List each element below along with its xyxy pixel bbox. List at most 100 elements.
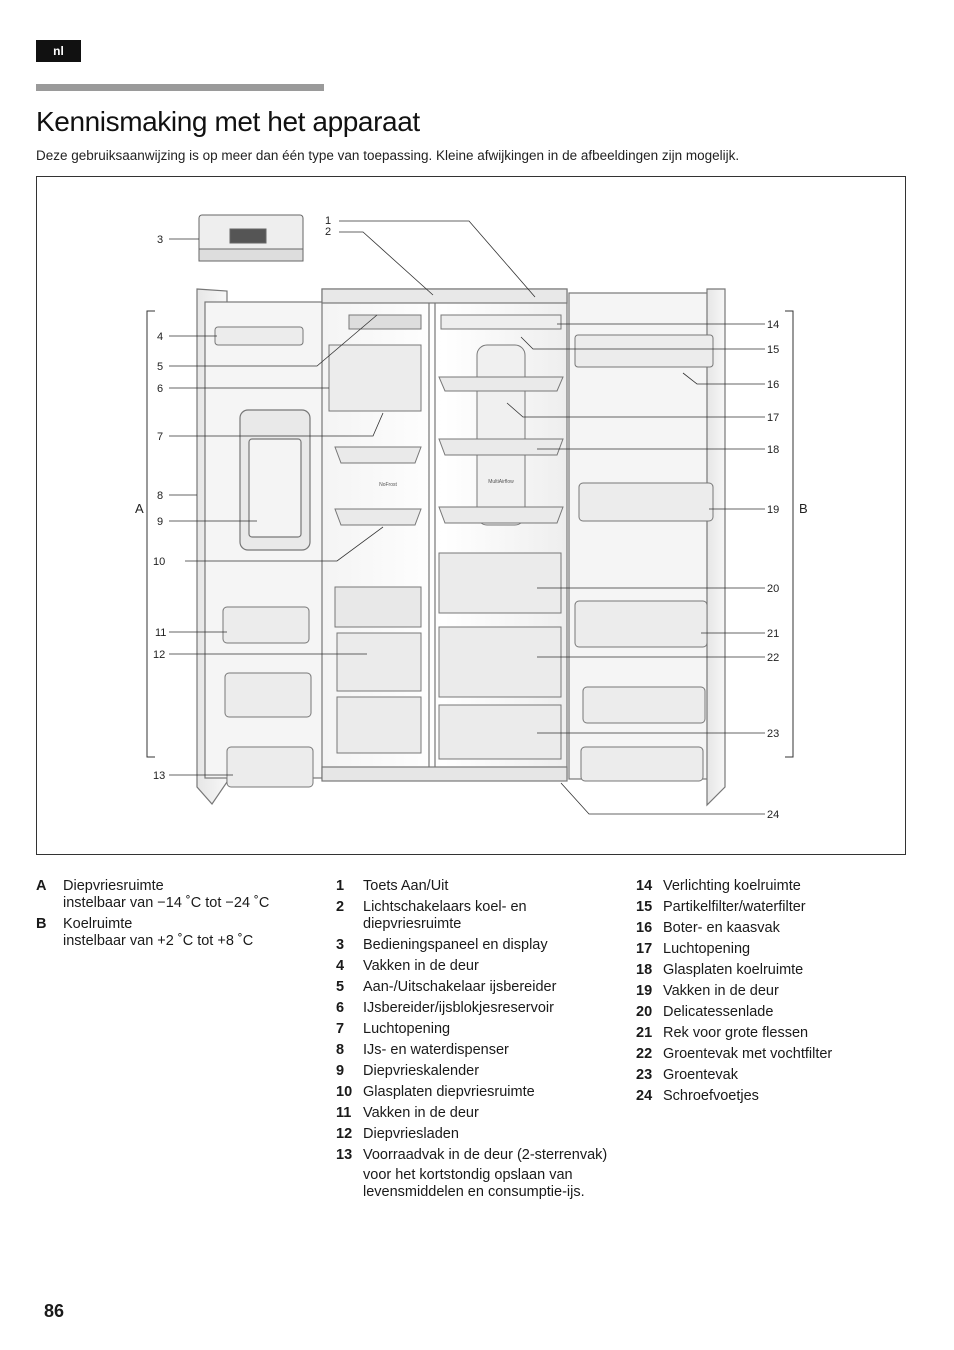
callout-13: 13 xyxy=(153,770,165,782)
legend-label: Aan-/Uitschakelaar ijsbereider xyxy=(363,979,557,995)
legend-key: 5 xyxy=(336,979,345,995)
fridge-illustration: NoFrost MultiAirflow A B xyxy=(135,214,808,821)
callout-22: 22 xyxy=(767,652,779,664)
page-number: 86 xyxy=(44,1301,65,1321)
legend-item: 5 Aan-/Uitschakelaar ijsbereider xyxy=(336,979,616,996)
section-b-label: B xyxy=(799,501,808,516)
legend-label: Boter- en kaasvak xyxy=(663,920,780,936)
callout-17: 17 xyxy=(767,412,779,424)
callout-12: 12 xyxy=(153,649,165,661)
page-title: Kennismaking met het apparaat xyxy=(36,106,420,137)
legend-key: 14 xyxy=(636,878,653,894)
legend-item: 18 Glasplaten koelruimte xyxy=(636,962,916,979)
legend-key: 17 xyxy=(636,941,653,957)
callout-10: 10 xyxy=(153,556,165,568)
callout-6: 6 xyxy=(157,383,163,395)
legend-item: 6 IJsbereider/ijsblokjesreservoir xyxy=(336,1000,616,1017)
legend-label: Glasplaten diepvriesruimte xyxy=(363,1084,535,1100)
legend-label: Partikelfilter/waterfilter xyxy=(663,899,806,915)
legend-label: Diepvriesladen xyxy=(363,1126,459,1142)
legend-item: 1 Toets Aan/Uit xyxy=(336,878,616,895)
legend-item: 10 Glasplaten diepvriesruimte xyxy=(336,1084,616,1101)
callout-18: 18 xyxy=(767,444,779,456)
legend-item: 24 Schroefvoetjes xyxy=(636,1088,916,1105)
legend-key: 22 xyxy=(636,1046,653,1062)
legend-label: Voorraadvak in de deur (2-sterrenvak) xyxy=(363,1147,608,1163)
legend-key: 23 xyxy=(636,1067,653,1083)
legend-item: 9 Diepvrieskalender xyxy=(336,1063,616,1080)
legend-key: 13 xyxy=(336,1147,353,1163)
legend-column-2: 1 Toets Aan/Uit 2 Lichtschakelaars koel- en… xyxy=(336,878,616,1205)
legend-item: 14 Verlichting koelruimte xyxy=(636,878,916,895)
section-a-label: A xyxy=(135,501,144,516)
legend-key: 6 xyxy=(336,1000,345,1016)
legend-key: 2 xyxy=(336,899,345,915)
legend-item: 17 Luchtopening xyxy=(636,941,916,958)
legend-label: Verlichting koelruimte xyxy=(663,878,801,894)
legend-item: 20 Delicatessenlade xyxy=(636,1004,916,1021)
legend-label: IJs- en waterdispenser xyxy=(363,1042,509,1058)
callout-9: 9 xyxy=(157,516,163,528)
legend-key: 3 xyxy=(336,937,345,953)
legend-key: 8 xyxy=(336,1042,345,1058)
legend-label: Groentevak xyxy=(663,1067,738,1083)
legend-item: B Koelruimte instelbaar van +2 ˚C tot +8… xyxy=(36,916,254,949)
legend-item: 16 Boter- en kaasvak xyxy=(636,920,916,937)
intro-text: Deze gebruiksaanwijzing is op meer dan é… xyxy=(36,148,740,163)
legend-key: 4 xyxy=(336,958,345,974)
legend-key: 10 xyxy=(336,1084,353,1100)
language-badge: nl xyxy=(36,40,81,62)
legend-key: 20 xyxy=(636,1004,653,1020)
legend-label: Rek voor grote flessen xyxy=(663,1025,809,1041)
callout-1: 1 xyxy=(325,215,331,227)
legend-key: 21 xyxy=(636,1025,653,1041)
fridge-diagram: NoFrost MultiAirflow A B xyxy=(36,176,906,855)
callout-7: 7 xyxy=(157,431,163,443)
legend-item: 15 Partikelfilter/waterfilter xyxy=(636,899,916,916)
callout-3: 3 xyxy=(157,234,163,246)
legend-label: Diepvrieskalender xyxy=(363,1063,480,1079)
callout-5: 5 xyxy=(157,361,163,373)
legend-item: 23 Groentevak xyxy=(636,1067,916,1084)
legend-key: 15 xyxy=(636,899,653,915)
legend-key: 24 xyxy=(636,1088,653,1104)
control-panel xyxy=(198,214,304,262)
legend-label: Luchtopening xyxy=(363,1021,451,1037)
legend-label: Delicatessenlade xyxy=(663,1004,774,1020)
legend-item: 8 IJs- en waterdispenser xyxy=(336,1042,616,1059)
legend-label: Schroefvoetjes xyxy=(663,1088,759,1104)
legend-sections: A Diepvriesruimte instelbaar van −14 ˚C … xyxy=(36,878,316,954)
legend-label: Toets Aan/Uit xyxy=(363,878,449,894)
legend-key: 11 xyxy=(336,1105,352,1121)
callout-19: 19 xyxy=(767,504,779,516)
legend-key: 9 xyxy=(336,1063,345,1079)
legend-key: 19 xyxy=(636,983,653,999)
legend-label: Glasplaten koelruimte xyxy=(663,962,804,978)
legend-key: 7 xyxy=(336,1021,345,1037)
legend-column-3: 14 Verlichting koelruimte 15 Partikelfilter… xyxy=(636,878,916,1109)
callout-14: 14 xyxy=(767,319,779,331)
legend-item: A Diepvriesruimte instelbaar van −14 ˚C … xyxy=(36,878,270,911)
multiairflow-label: MultiAirflow xyxy=(488,479,514,485)
legend-label: Luchtopening xyxy=(663,941,751,957)
callout-21: 21 xyxy=(767,628,779,640)
callout-11: 11 xyxy=(155,627,166,639)
legend-key: 18 xyxy=(636,962,653,978)
callout-16: 16 xyxy=(767,379,779,391)
nofrost-label: NoFrost xyxy=(379,482,397,488)
legend-key: 16 xyxy=(636,920,653,936)
callout-4: 4 xyxy=(157,331,163,343)
legend-key: 1 xyxy=(336,878,345,894)
callout-numbers: 1 2 3 4 5 6 7 8 9 10 11 12 13 14 15 16 1… xyxy=(153,215,779,821)
legend-label: IJsbereider/ijsblokjesreservoir xyxy=(363,1000,554,1016)
callout-15: 15 xyxy=(767,344,779,356)
header-rule xyxy=(36,84,324,91)
callout-24: 24 xyxy=(767,809,779,821)
legend-label: Lichtschakelaars koel- en diepvriesruimt… xyxy=(363,899,527,932)
